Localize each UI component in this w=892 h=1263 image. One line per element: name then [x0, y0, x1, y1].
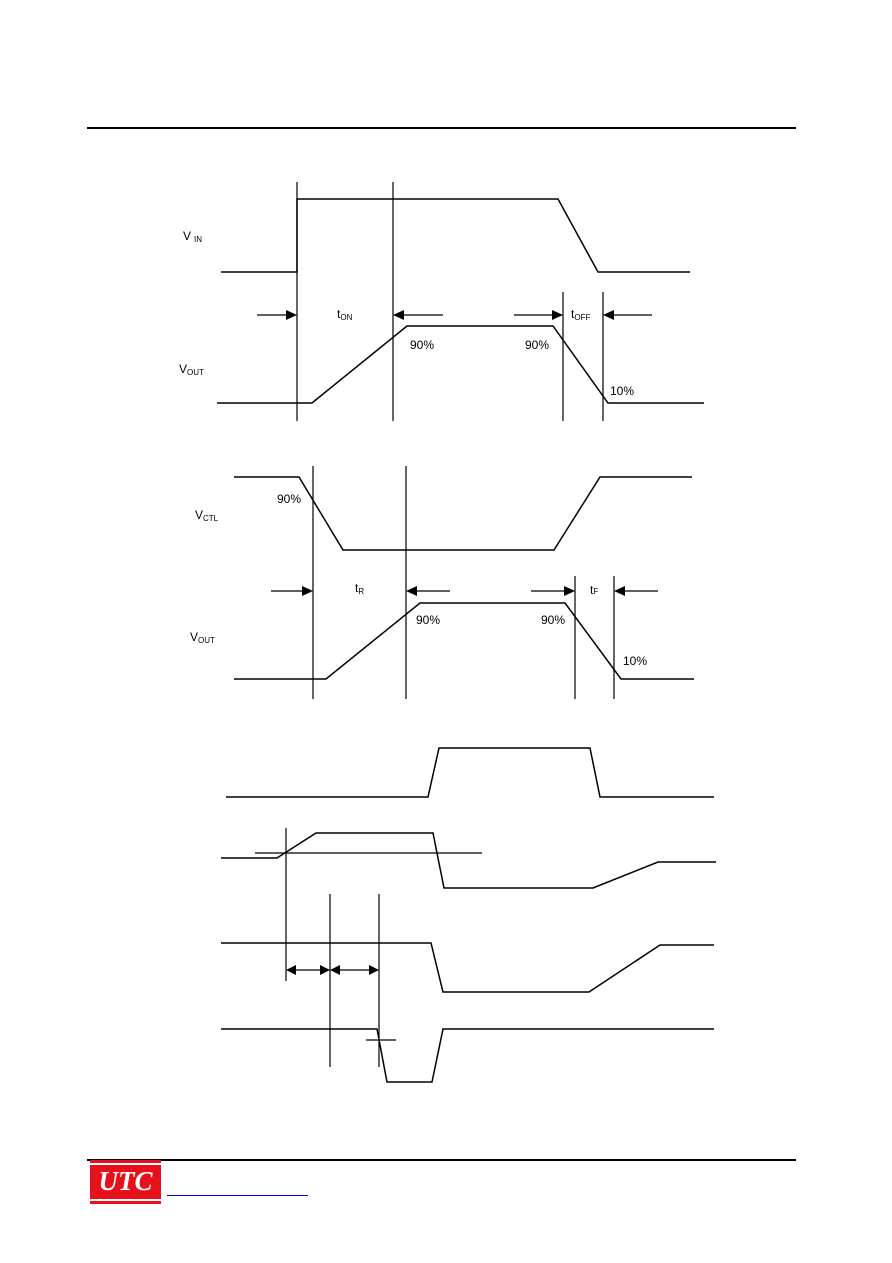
arrow-head: [320, 965, 330, 975]
vout-label: VOUT: [179, 362, 204, 377]
arrow-head: [552, 310, 563, 320]
percent-label: 90%: [410, 338, 434, 352]
waveform-4: [221, 1028, 714, 1083]
utc-logo: UTC: [90, 1160, 161, 1204]
t-f-label: tF: [590, 583, 598, 597]
arrow-head: [614, 586, 625, 596]
waveform-2: [221, 832, 716, 889]
vctl-waveform: [234, 476, 692, 551]
arrow-head: [330, 965, 340, 975]
vctl-label: VCTL: [195, 508, 219, 523]
logo-band: [90, 1199, 161, 1201]
percent-label: 90%: [277, 492, 301, 506]
arrow-head: [564, 586, 575, 596]
vin-waveform: [221, 198, 690, 273]
arrow-head: [406, 586, 417, 596]
t-on-label: tON: [337, 307, 353, 322]
logo-text: UTC: [98, 1166, 153, 1196]
website-link-underline[interactable]: [167, 1195, 308, 1196]
t-r-label: tR: [355, 581, 364, 596]
arrow-head: [369, 965, 379, 975]
percent-label: 90%: [416, 613, 440, 627]
vout-waveform: [217, 325, 704, 404]
arrow-head: [603, 310, 614, 320]
percent-label: 10%: [610, 384, 634, 398]
vout-waveform: [234, 602, 694, 680]
sequence-timing-diagram: [221, 747, 716, 1083]
vout-label: VOUT: [190, 630, 215, 645]
arrow-head: [286, 310, 297, 320]
percent-label: 90%: [525, 338, 549, 352]
arrow-head: [302, 586, 313, 596]
logo-band: [90, 1163, 161, 1165]
percent-label: 10%: [623, 654, 647, 668]
waveform-3: [221, 942, 714, 993]
arrow-head: [286, 965, 296, 975]
percent-label: 90%: [541, 613, 565, 627]
arrow-head: [393, 310, 404, 320]
t-off-label: tOFF: [571, 307, 590, 322]
waveform-1: [226, 747, 714, 798]
rise-fall-time-diagram: VCTL VOUT tR tF 90% 90% 90% 10%: [190, 466, 694, 699]
